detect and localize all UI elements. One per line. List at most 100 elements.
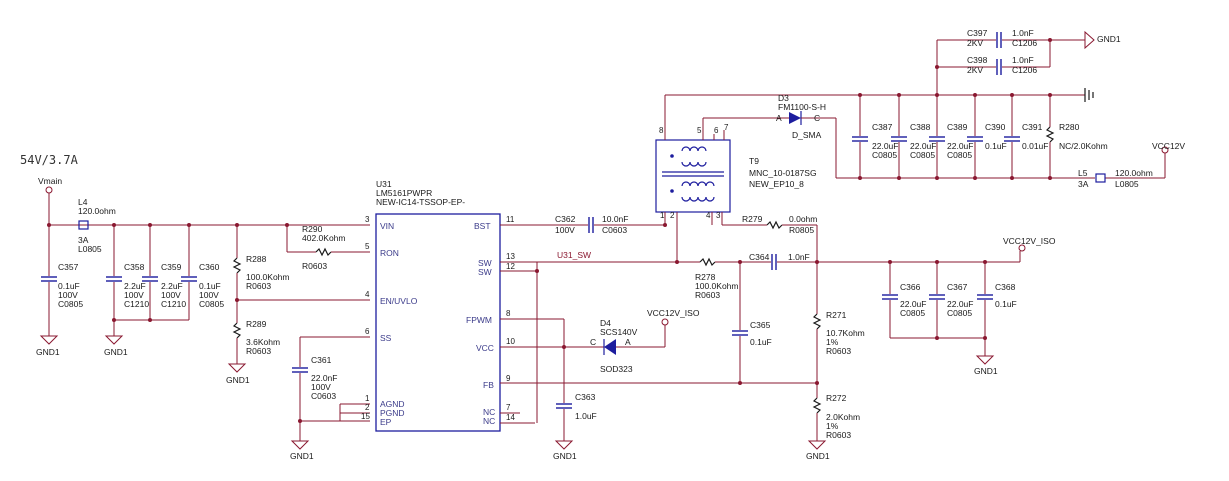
pin-name: RON — [380, 248, 399, 258]
vmain-label: Vmain — [38, 176, 62, 186]
ground-icon — [554, 440, 574, 450]
c397-value: 1.0nF — [1012, 28, 1034, 38]
r272-ref: R272 — [826, 393, 847, 403]
c364-ref: C364 — [749, 252, 770, 262]
pin-name: SW — [478, 267, 492, 277]
l4-value: 120.0ohm — [78, 206, 116, 216]
pin-num: 14 — [506, 413, 515, 422]
c358-ref: C358 — [124, 262, 145, 272]
pin-num: 9 — [506, 374, 511, 383]
r279-resistor-icon — [766, 220, 783, 230]
gnd-label: GND1 — [36, 347, 60, 357]
r271-ref: R271 — [826, 310, 847, 320]
r289-pkg: R0603 — [246, 346, 271, 356]
vmain-port-icon — [45, 186, 53, 194]
l4-pkg: L0805 — [78, 244, 102, 254]
c387-ref: C387 — [872, 122, 893, 132]
d3-cathode: C — [814, 113, 820, 123]
d4-part: SCS140V — [600, 327, 638, 337]
pin-name: FB — [483, 380, 494, 390]
c389-ref: C389 — [947, 122, 968, 132]
pin-name: BST — [474, 221, 491, 231]
pin-name: AGND — [380, 399, 405, 409]
d3-ref: D3 — [778, 93, 789, 103]
r288-resistor-icon — [232, 257, 242, 274]
t9-body — [655, 139, 731, 213]
c398-ref: C398 — [967, 55, 988, 65]
c397-voltage: 2KV — [967, 38, 983, 48]
vcc12v-iso-port-icon — [1018, 244, 1026, 252]
r272-resistor-icon — [812, 397, 822, 414]
u31-part: LM5161PWPR — [376, 188, 432, 198]
c361-pkg: C0603 — [311, 391, 336, 401]
ground-icon — [807, 440, 827, 450]
d3-diode-icon — [789, 112, 801, 124]
c390-ref: C390 — [985, 122, 1006, 132]
c397-ref: C397 — [967, 28, 988, 38]
d4-pkg: SOD323 — [600, 364, 633, 374]
pin-num: 13 — [506, 252, 515, 261]
pin-num: 11 — [506, 215, 515, 224]
c359-value: 2.2uF — [161, 281, 183, 291]
c360-voltage: 100V — [199, 290, 219, 300]
ground-icon — [1084, 30, 1095, 50]
r278-resistor-icon — [699, 257, 716, 267]
c357-pkg: C0805 — [58, 299, 83, 309]
pin-num: 6 — [714, 126, 719, 135]
u31-ic: U31 LM5161PWPR NEW-IC14-TSSOP-EP- 3 VIN … — [361, 179, 535, 432]
pin-name: PGND — [380, 408, 405, 418]
gnd-label: GND1 — [553, 451, 577, 461]
input-section: Vmain L4 120.0ohm 3A L0805 C357 0.1uF 10… — [36, 176, 370, 461]
gnd-label: GND1 — [1097, 34, 1121, 44]
pin-num: 4 — [365, 290, 370, 299]
c357-value: 0.1uF — [58, 281, 80, 291]
r271-pkg: R0603 — [826, 346, 851, 356]
c358-pkg: C1210 — [124, 299, 149, 309]
r289-ref: R289 — [246, 319, 267, 329]
c365-ref: C365 — [750, 320, 771, 330]
r290-ref: R290 — [302, 224, 323, 234]
vcc12v-label: VCC12V — [1152, 141, 1185, 151]
vcc12v-iso-top-label: VCC12V_ISO — [1003, 236, 1056, 246]
u31-sw-net-label: U31_SW — [557, 250, 591, 260]
l4-rating: 3A — [78, 235, 89, 245]
c362-ref: C362 — [555, 214, 576, 224]
pin-num: 2 — [365, 403, 370, 412]
c398-voltage: 2KV — [967, 65, 983, 75]
c361-ref: C361 — [311, 355, 332, 365]
l4-ref: L4 — [78, 197, 88, 207]
vcc12v-port-icon — [1161, 146, 1169, 154]
d4-anode: A — [625, 337, 631, 347]
pin-num: 8 — [506, 309, 511, 318]
r272-tol: 1% — [826, 421, 839, 431]
c365-value: 0.1uF — [750, 337, 772, 347]
c364-value: 1.0nF — [788, 252, 810, 262]
d3-pkg: D_SMA — [792, 130, 822, 140]
pin-num: 5 — [697, 126, 702, 135]
pin-name: VIN — [380, 221, 394, 231]
d4-cathode: C — [590, 337, 596, 347]
c398-pkg: C1206 — [1012, 65, 1037, 75]
r271-tol: 1% — [826, 337, 839, 347]
c357-ref: C357 — [58, 262, 79, 272]
c367-value: 22.0uF — [947, 299, 973, 309]
r271-resistor-icon — [812, 313, 822, 330]
r290-pkg: R0603 — [302, 261, 327, 271]
gnd-label: GND1 — [226, 375, 250, 385]
ground-icon — [290, 440, 310, 450]
t9-pkg: NEW_EP10_8 — [749, 179, 804, 189]
r279: R279 0.0ohm R0805 — [722, 214, 818, 262]
ground-icon — [975, 355, 995, 365]
c360-ref: C360 — [199, 262, 220, 272]
d4-diode-icon — [604, 339, 616, 355]
c360-value: 0.1uF — [199, 281, 221, 291]
c366-value: 22.0uF — [900, 299, 926, 309]
c388-value: 22.0uF — [910, 141, 936, 151]
c387-pkg: C0805 — [872, 150, 897, 160]
c358-value: 2.2uF — [124, 281, 146, 291]
r278-ref: R278 — [695, 272, 716, 282]
r289-value: 3.6Kohm — [246, 337, 280, 347]
r271-value: 10.7Kohm — [826, 328, 865, 338]
d3-part: FM1100-S-H — [778, 102, 826, 112]
